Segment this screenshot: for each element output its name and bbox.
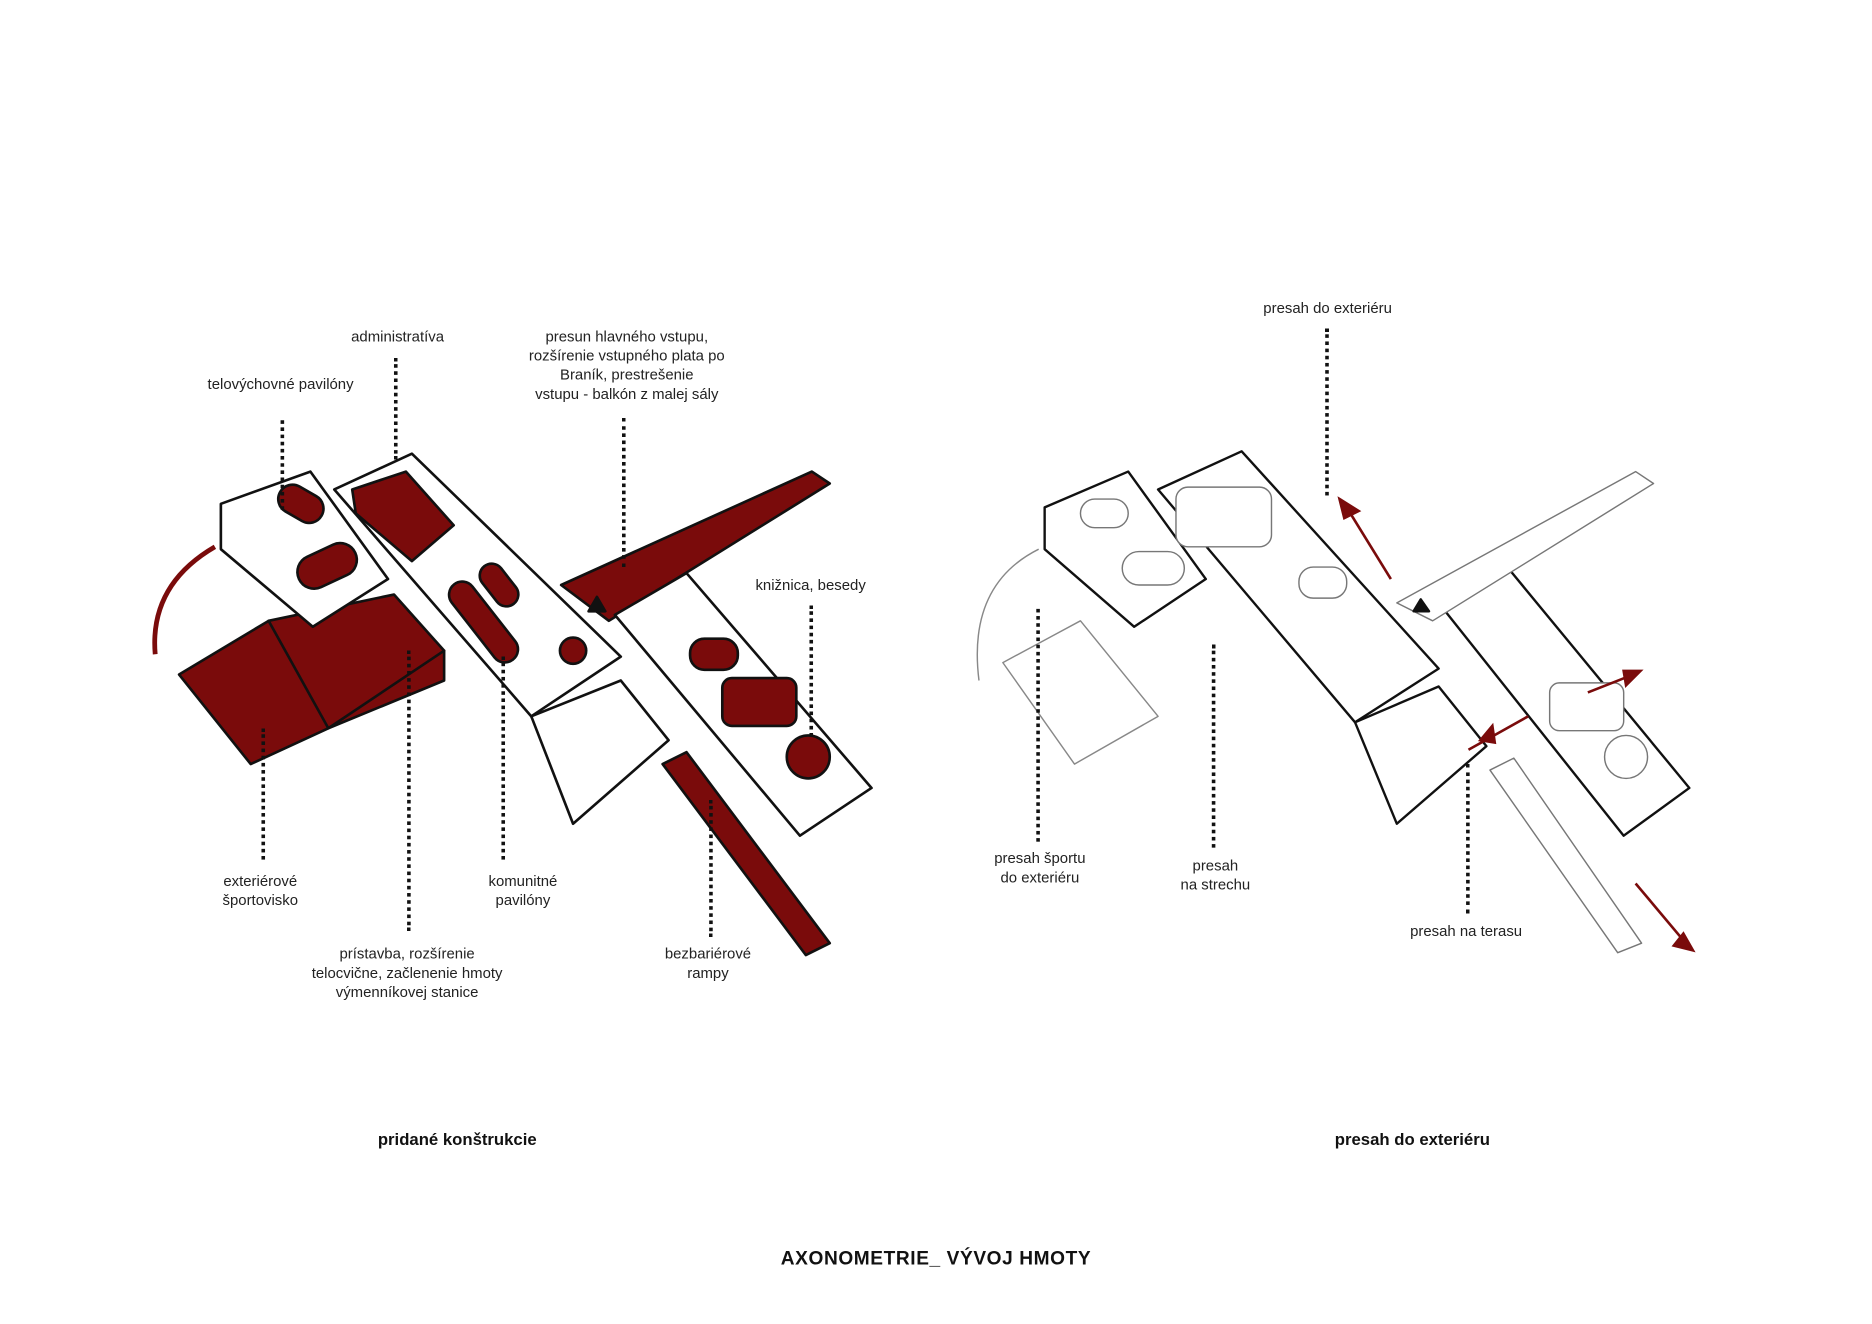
red-pavilion-2	[296, 541, 359, 590]
community-red-3	[558, 636, 588, 666]
admin-red	[350, 470, 455, 563]
label-komunitne: komunitné pavilóny	[488, 872, 558, 909]
caption-left: pridané konštrukcie	[377, 1129, 537, 1149]
leader-rampy	[709, 799, 716, 938]
label-sportovisko: exteriérové športovisko	[222, 872, 299, 909]
leader-sportovisko	[261, 728, 268, 860]
leader-pristavba	[407, 650, 414, 932]
pavilion-block	[219, 470, 390, 629]
leader-presah-strecha	[1211, 644, 1219, 848]
caption-right: presah do exteriéru	[1334, 1129, 1490, 1149]
arc-outline	[976, 548, 1039, 681]
library-red-3	[785, 734, 832, 780]
label-presah-strecha: presah na strechu	[1180, 857, 1251, 894]
ramp-outline	[1489, 757, 1643, 954]
terrace	[529, 679, 670, 826]
leader-telovychovne	[280, 420, 288, 510]
label-presah-terasa: presah na terasu	[1410, 922, 1523, 940]
community-red-1	[447, 580, 520, 664]
flow-arrows	[1337, 496, 1696, 953]
label-administrativa: administratíva	[351, 328, 445, 346]
label-vstup: presun hlavného vstupu, rozšírenie vstup…	[528, 328, 725, 403]
label-pristavba: prístavba, rozšírenie telocvične, začlen…	[311, 945, 503, 1001]
entrance-triangle	[587, 595, 607, 613]
leader-presah-sportu	[1036, 608, 1043, 842]
community-red-2	[478, 562, 520, 608]
leader-vstup	[622, 417, 629, 568]
arc-red	[152, 544, 217, 655]
terrace-r	[1353, 685, 1488, 825]
right-axonometry	[976, 450, 1691, 954]
label-kniznica: knižnica, besedy	[755, 576, 866, 594]
red-pavilion-1	[276, 483, 325, 525]
label-presah-sportu: presah športu do exteriéru	[994, 850, 1086, 886]
leader-kniznica	[809, 605, 816, 737]
bridge-outline	[1396, 470, 1655, 622]
library-red-1	[688, 637, 740, 672]
leader-administrativa	[393, 358, 401, 460]
sheet-title: AXONOMETRIE_ VÝVOJ HMOTY	[780, 1248, 1092, 1270]
leader-presah-top	[1325, 328, 1332, 496]
left-axonometry	[152, 452, 873, 957]
label-rampy: bezbariérové rampy	[664, 945, 752, 982]
label-telovychovne: telovýchovné pavilóny	[207, 376, 354, 393]
entrance-triangle-r	[1412, 598, 1431, 613]
label-presah-top: presah do exteriéru	[1263, 299, 1392, 317]
leader-komunitne	[501, 656, 508, 860]
leader-presah-terasa	[1466, 764, 1473, 914]
sports-field	[1002, 620, 1159, 765]
ramp-red	[661, 750, 832, 957]
library-red-2	[720, 676, 798, 728]
